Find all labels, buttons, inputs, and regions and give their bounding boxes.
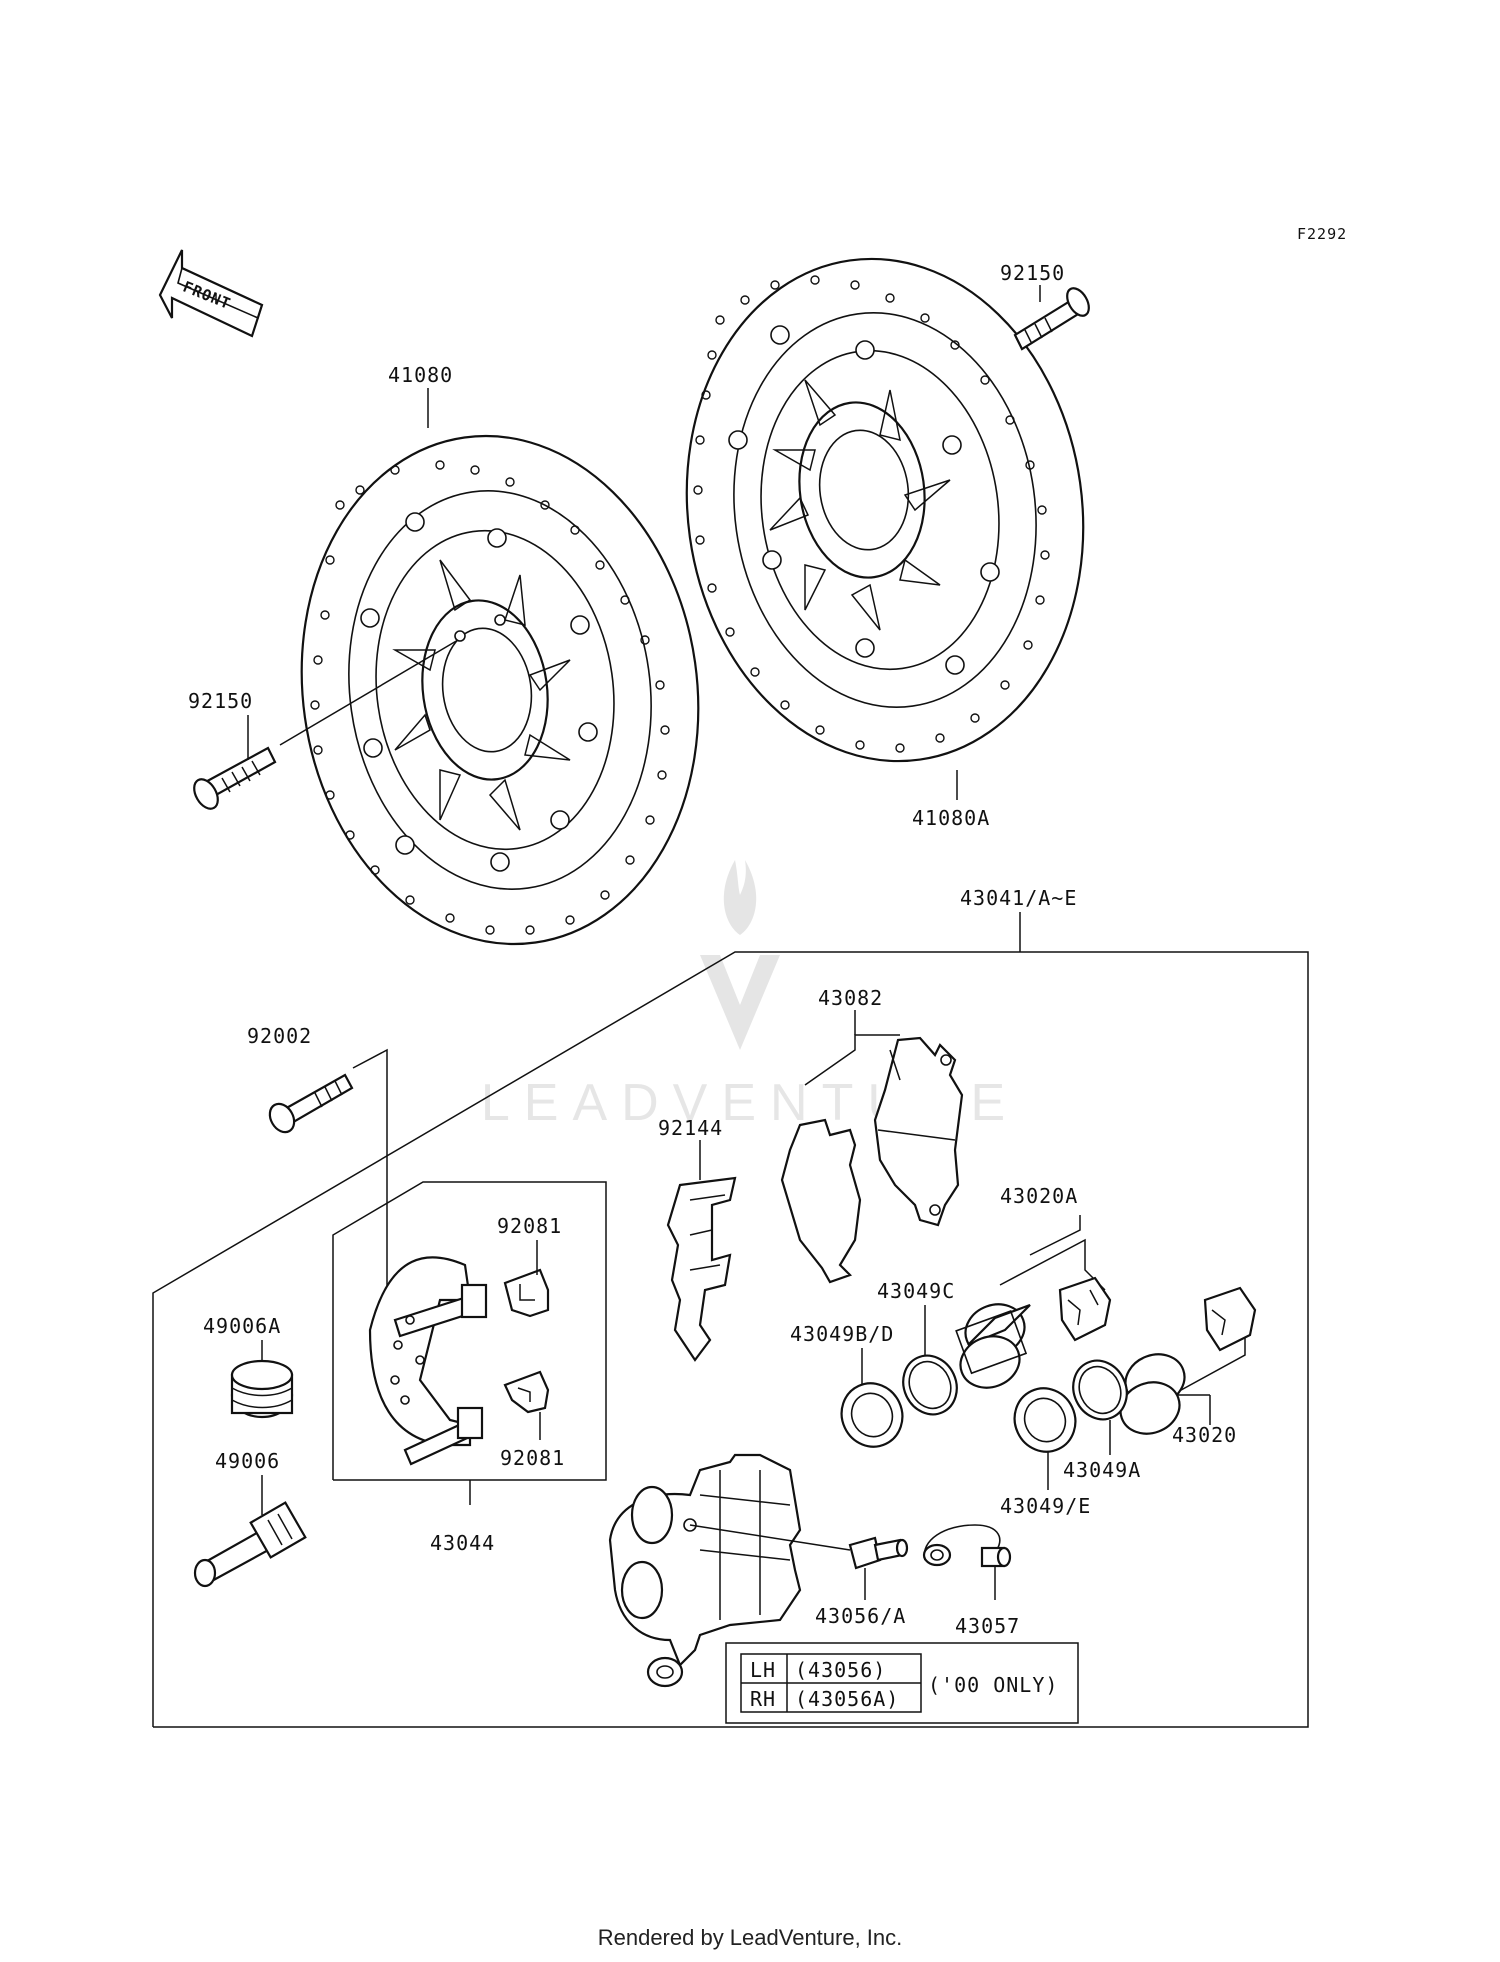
label-49006: 49006: [215, 1449, 280, 1473]
table-row-1-side: LH: [750, 1658, 776, 1682]
label-92081-bottom: 92081: [500, 1446, 565, 1470]
disc-left-vent-holes: [310, 460, 670, 935]
caliper-holder-bracket: [368, 1256, 488, 1466]
disc-bolt-left: [193, 746, 277, 810]
label-92150-right: 92150: [1000, 261, 1065, 285]
bleed-valve-43056: [848, 1536, 909, 1600]
figure-code: F2292: [1297, 225, 1347, 243]
label-43056: 43056/A: [815, 1604, 906, 1628]
label-49006a: 49006A: [203, 1314, 281, 1338]
brake-disc-right: [685, 257, 1085, 763]
table-note: ('00 ONLY): [928, 1673, 1058, 1697]
label-92150-left: 92150: [188, 689, 253, 713]
disc-right-mount-holes: [728, 325, 1000, 675]
label-92144: 92144: [658, 1116, 723, 1140]
front-arrow-icon: FRONT: [158, 249, 264, 338]
holder-box: [332, 1181, 607, 1505]
table-row-1-part: (43056): [795, 1658, 886, 1682]
brake-pads-43082: [780, 1010, 964, 1284]
footer-credit: Rendered by LeadVenture, Inc.: [597, 1925, 903, 1950]
label-41080: 41080: [388, 363, 453, 387]
bolt-92002: [268, 1048, 388, 1320]
label-43082: 43082: [818, 986, 883, 1010]
label-43049bd: 43049B/D: [790, 1322, 894, 1346]
seal-43049c: [902, 1305, 958, 1416]
label-43049a: 43049A: [1063, 1458, 1141, 1482]
bushing-49006a: [230, 1340, 294, 1419]
label-43049c: 43049C: [877, 1279, 955, 1303]
caliper-body: [608, 1453, 851, 1688]
label-43057: 43057: [955, 1614, 1020, 1638]
variant-table: LH (43056) RH (43056A) ('00 ONLY): [725, 1642, 1079, 1724]
label-43049e: 43049/E: [1000, 1494, 1091, 1518]
disc-bolt-right: [1013, 287, 1090, 351]
disc-left-mount-holes: [360, 512, 598, 872]
boot-92081-bottom: [503, 1370, 550, 1440]
seal-43049e: [1013, 1387, 1077, 1490]
boot-92081-top: [503, 1240, 550, 1318]
disc-right-spokes: [769, 379, 951, 631]
piston-43020a: [955, 1215, 1112, 1389]
seal-43049a: [1072, 1359, 1128, 1455]
disc-left-spokes: [392, 559, 571, 831]
label-43041: 43041/A~E: [960, 886, 1077, 910]
disc-right-vent-holes: [693, 275, 1050, 753]
label-92002: 92002: [247, 1024, 312, 1048]
bleed-cap-43057: [922, 1524, 1012, 1600]
label-43020: 43020: [1172, 1423, 1237, 1447]
table-row-2-side: RH: [750, 1687, 776, 1711]
caliper-assembly-outline: [152, 912, 1309, 1728]
seal-43049bd: [840, 1348, 904, 1448]
brake-disc-left: [300, 434, 700, 946]
label-43044: 43044: [430, 1531, 495, 1555]
pad-spring-92144: [666, 1140, 737, 1362]
label-43020a: 43020A: [1000, 1184, 1078, 1208]
table-row-2-part: (43056A): [795, 1687, 899, 1711]
label-92081-top: 92081: [497, 1214, 562, 1238]
pin-49006: [193, 1475, 307, 1588]
piston-43020: [1119, 1286, 1257, 1435]
leader-lines: [247, 285, 1041, 800]
label-41080a: 41080A: [912, 806, 990, 830]
